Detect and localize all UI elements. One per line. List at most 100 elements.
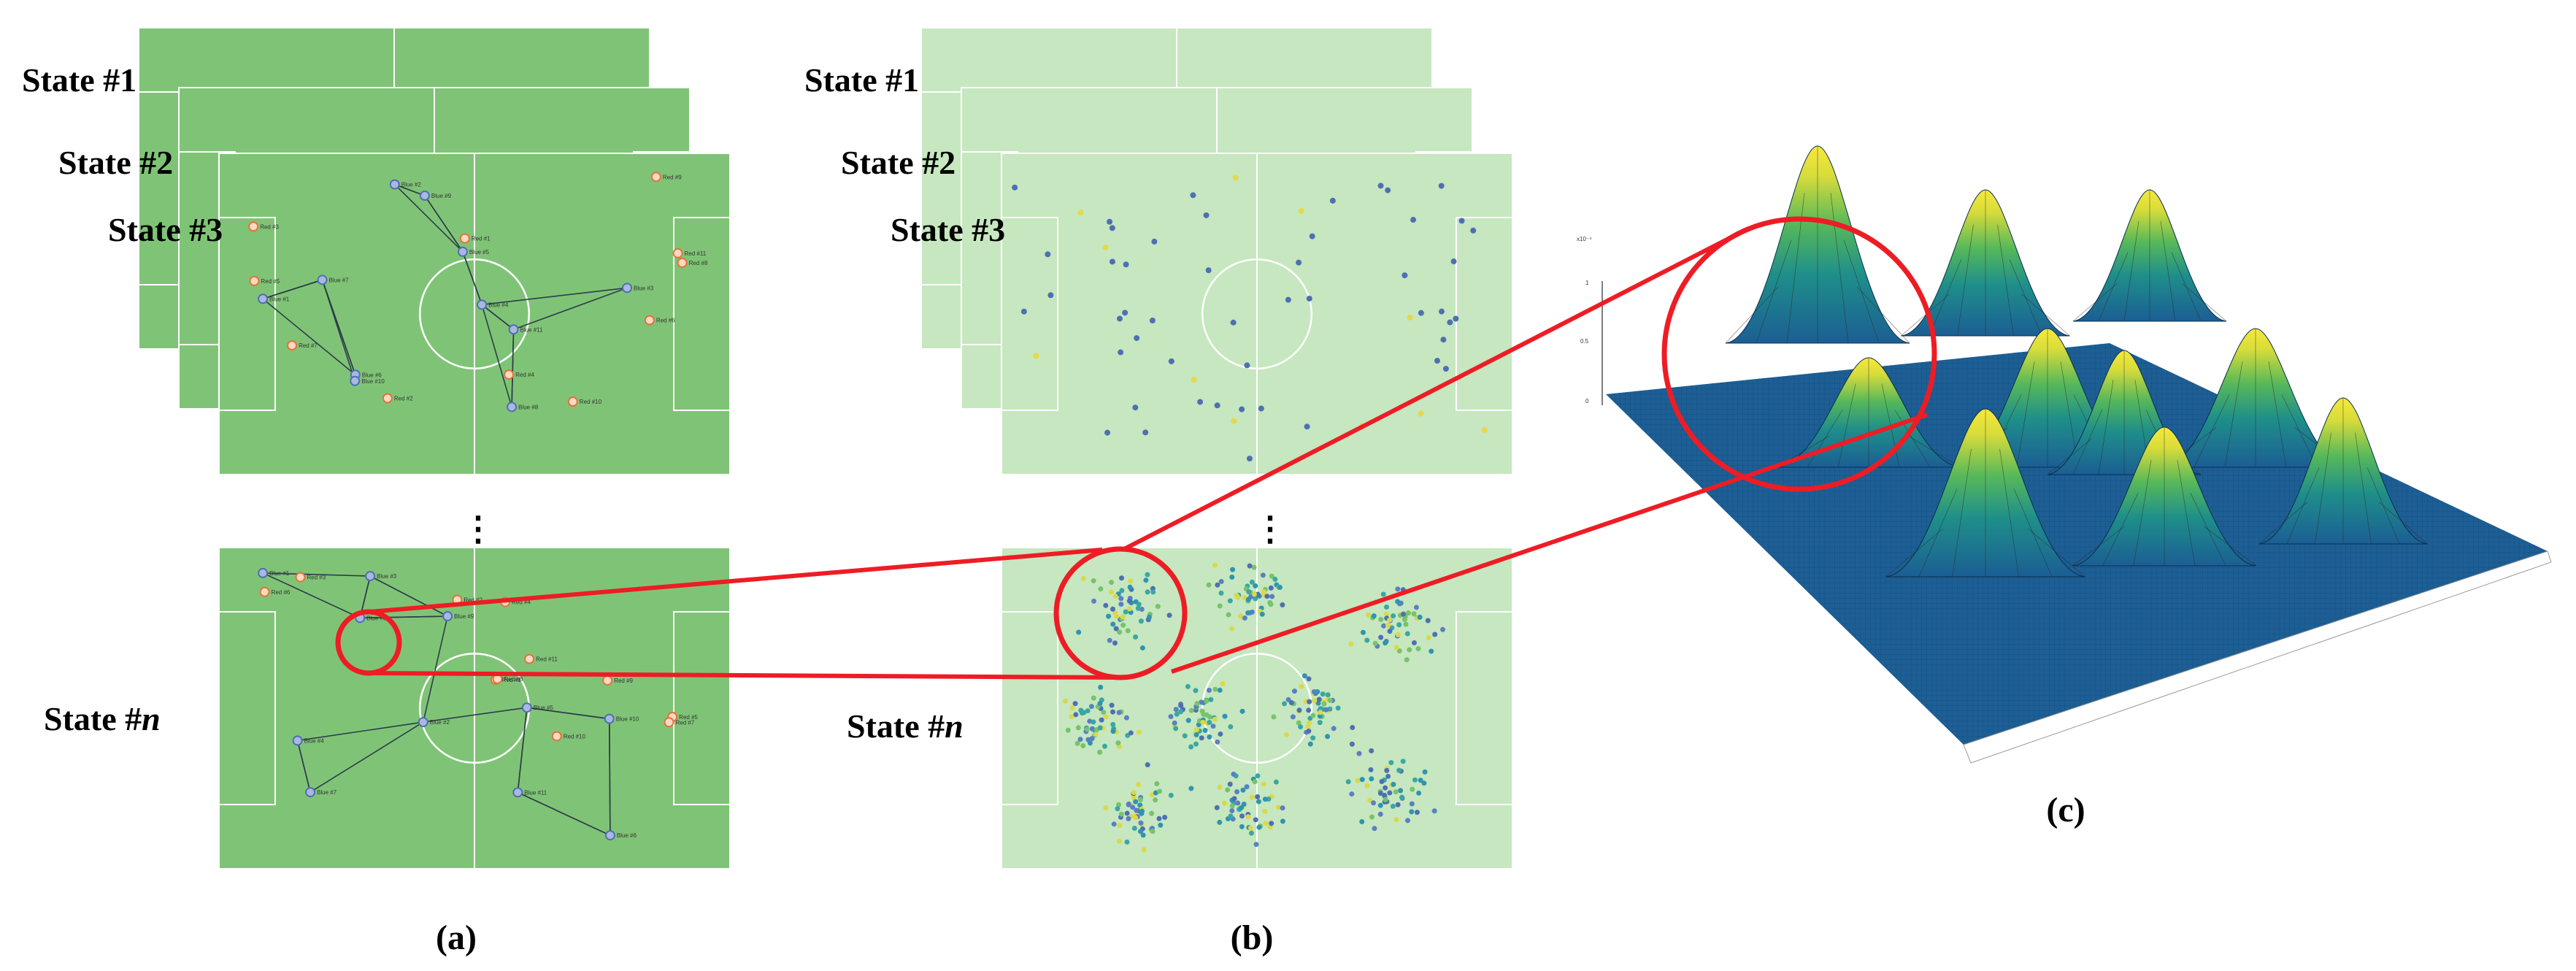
panel-a-state-3-blue-node-label: Blue #7 (329, 277, 350, 283)
panel-b-state-n-player-dot (1321, 701, 1327, 707)
panel-b-state-n-player-dot (1372, 826, 1377, 832)
panel-a-state-3-blue-node (389, 179, 400, 190)
panel-b-continuation-dots: ⋮ (1253, 510, 1287, 548)
panel-b-state-n-player-dot (1168, 713, 1174, 719)
panel-b-state-n-player-dot (1222, 713, 1228, 719)
panel-b-state-n-player-dot (1432, 632, 1438, 637)
panel-b-state-n-player-dot (1298, 724, 1304, 730)
panel-a-state-3-red-node-label: Red #5 (261, 278, 280, 285)
panel-b-state-n-player-dot (1378, 616, 1384, 622)
panel-b-state-3-player-dot (1047, 292, 1054, 299)
panel-b-state-n-player-dot (1253, 817, 1258, 823)
panel-b-state-n-player-dot (1218, 590, 1224, 596)
panel-b-state-n-player-dot (1193, 732, 1199, 737)
panel-a-state-3-blue-node-label: Blue #8 (518, 404, 539, 410)
panel-c-peak-mesh-line (2133, 460, 2152, 567)
panel-c-surface-edge (1963, 550, 2552, 764)
panel-b-state-n-player-dot (1366, 612, 1372, 618)
panel-b-state-n-player-dot (1124, 839, 1130, 845)
panel-b-state-n-player-dot (1137, 802, 1143, 808)
panel-b-state-n-player-dot (1395, 802, 1401, 807)
zoom-highlight (335, 216, 1937, 680)
panel-b-state-n-player-dot (1217, 687, 1223, 693)
panel-b-state-n-player-dot (1182, 733, 1188, 739)
panel-b-state-n-player-dot (1145, 589, 1150, 595)
panel-b-state-n-player-dot (1248, 830, 1254, 836)
panel-b-state-n-player-dot (1239, 813, 1245, 819)
panel-c-peak-mesh-line (2194, 394, 2230, 468)
panel-b-state-3-player-dot (1107, 218, 1113, 225)
panel-b-state-n-player-dot (1349, 791, 1355, 797)
panel-b-state-n-player-dot (1310, 713, 1316, 718)
panel-b-state-n-player-dot (1231, 796, 1237, 802)
panel-b-state-n-player-dot (1127, 584, 1133, 590)
panel-a-state-n-blue-node (604, 830, 615, 841)
panel-a-state-n-blue-node-label: Blue #8 (366, 615, 387, 621)
panel-b-state-n-player-dot (1111, 821, 1117, 827)
panel-a-state-3-blue-node (258, 293, 269, 304)
panel-c-density-surface: x10⁻⁴ 1 0.5 0 (c) (1577, 145, 2552, 829)
panel-c-peak-mesh-line (1997, 224, 2014, 337)
panel-b-state-n-player-dot (1302, 673, 1307, 679)
panel-b-state-n-player-dot (1229, 803, 1235, 809)
panel-b-state-3-player-dot (1109, 258, 1115, 265)
panel-b-state-3-player-dot (1447, 319, 1453, 326)
panel-b-state-n-player-dot (1410, 786, 1415, 792)
panel-b-state-n-player-dot (1088, 704, 1094, 710)
panel-b-state-n-player-dot (1093, 732, 1099, 737)
panel-b-state-n-player-dot (1126, 801, 1131, 807)
panel-b-state-n-player-dot (1110, 709, 1116, 715)
panel-b-state-n-player-dot (1372, 640, 1378, 646)
panel-b-state-3-player-dot (1045, 251, 1051, 258)
panel-b-state-3-player-dot (1104, 429, 1111, 436)
panel-b-state-n-player-dot (1271, 714, 1277, 720)
panel-b-state-3-player-dot (1205, 267, 1212, 274)
panel-a-state-3-red-node (287, 340, 298, 351)
panel-b-state-n-player-dot (1368, 767, 1374, 772)
panel-c-z-tick-1: 1 (1585, 280, 1589, 286)
panel-b-state-n-player-dot (1237, 613, 1243, 619)
panel-b-state-n-player-dot (1107, 637, 1112, 643)
panel-a-state-n-red-node (551, 731, 562, 742)
panel-b-state-n-player-dot (1109, 580, 1115, 586)
panel-b-state-3-player-dot (1440, 337, 1447, 343)
panel-b-state-n-player-dot (1063, 698, 1069, 704)
panel-b-state-n-player-dot (1269, 594, 1275, 599)
panel-b-state-n-player-dot (1218, 731, 1223, 737)
panel-a-state-3-blue-node-label: Blue #11 (520, 326, 544, 333)
panel-b-state-n-player-dot (1133, 815, 1139, 821)
panel-a-state-n-red-node (295, 572, 306, 583)
panel-b-state-n-player-dot (1120, 622, 1126, 628)
panel-b-state-n-player-dot (1118, 596, 1124, 602)
panel-a-pitch-state-n (218, 547, 731, 870)
panel-b-state-n-player-dot (1379, 778, 1385, 784)
panel-a-state-3-blue-node-label: Blue #5 (469, 249, 490, 256)
panel-a-state-n-blue-node-label: Blue #10 (616, 716, 639, 723)
panel-a-state-n-red-node-label: Red #4 (512, 599, 531, 606)
panel-b-state-n-player-dot (1106, 613, 1112, 619)
panel-a-state-3-red-node-label: Red #4 (515, 372, 534, 378)
panel-b-state-n-player-dot (1283, 732, 1289, 737)
panel-a-pitch-state-3-centre-circle (418, 258, 531, 370)
panel-b-state-n-player-dot (1421, 780, 1427, 786)
panel-a-caption: (a) (436, 918, 477, 957)
panel-a-state-n-edge (423, 707, 527, 723)
panel-b-state-n-player-dot (1136, 602, 1142, 607)
panel-a-state-n-red-node-label: Red #3 (307, 575, 326, 581)
panel-b-state-3-player-dot (1410, 217, 1417, 223)
panel-b-state-n-player-dot (1371, 800, 1377, 806)
panel-b-state-n-player-dot (1077, 737, 1083, 742)
panel-b-state-n-player-dot (1280, 818, 1285, 824)
panel-b-state-n-player-dot (1291, 688, 1297, 694)
panel-a-state-3-blue-node-label: Blue #2 (401, 182, 422, 188)
panel-b-state-n-player-dot (1312, 697, 1318, 703)
panel-b-state-n-player-dot (1239, 824, 1245, 829)
panel-b-state-n-player-dot (1199, 699, 1204, 705)
panel-b-state-n-player-dot (1256, 799, 1261, 805)
panel-b-state-n-player-dot (1206, 582, 1212, 588)
panel-a-state-3-red-node (567, 396, 578, 407)
panel-b-state-n-player-dot (1080, 742, 1086, 748)
panel-b-state-n-player-dot (1391, 781, 1396, 787)
panel-a-state-n-red-node-label: Red #6 (272, 589, 291, 596)
panel-b-state-n-player-dot (1381, 623, 1387, 629)
